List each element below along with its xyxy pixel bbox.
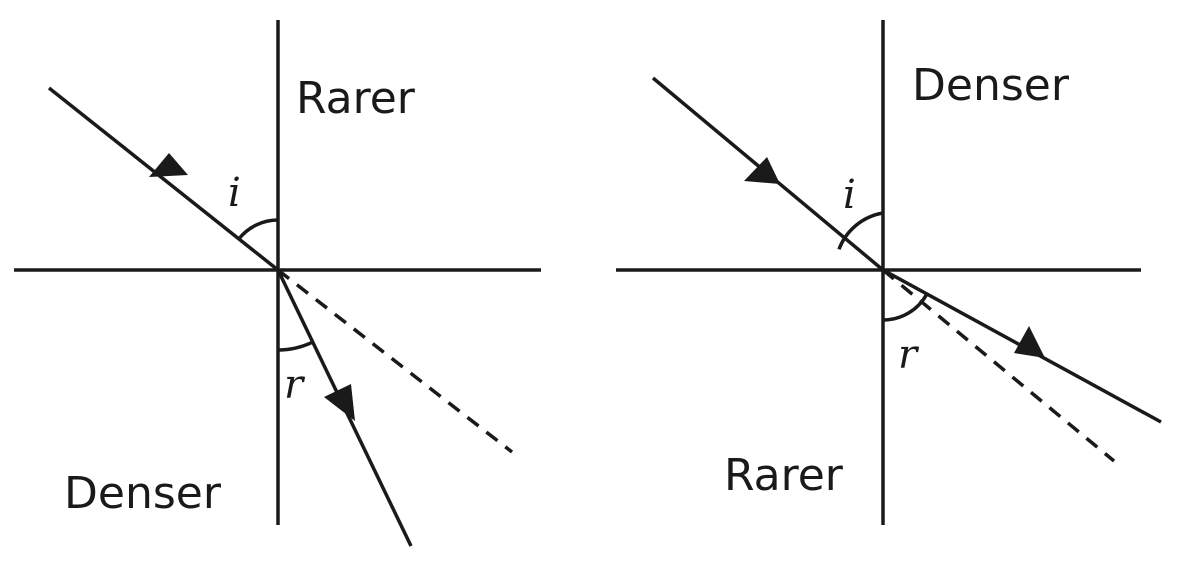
- incidence-angle-arc: [837, 211, 884, 250]
- incidence-angle-arc: [237, 218, 279, 241]
- top-medium-label: Rarer: [296, 73, 416, 124]
- incident-ray: [47, 86, 280, 272]
- refracted-ray-arrow-icon: [324, 384, 355, 421]
- refraction-angle-label: r: [284, 362, 306, 408]
- diagram-denser-to-rarer: Denser Rarer i r: [616, 20, 1162, 525]
- diagram-rarer-to-denser: Rarer Denser i r: [14, 20, 541, 547]
- refracted-ray-arrow-icon: [1014, 326, 1045, 358]
- incident-ray-arrow-icon: [744, 157, 780, 184]
- incident-ray-arrow-icon: [149, 153, 188, 177]
- incidence-angle-label: i: [843, 172, 856, 218]
- bottom-medium-label: Denser: [64, 468, 222, 519]
- bottom-medium-label: Rarer: [724, 450, 844, 501]
- undeviated-path-dashed-line: [276, 268, 514, 454]
- top-medium-label: Denser: [912, 60, 1070, 111]
- refraction-angle-arc: [882, 293, 929, 322]
- refraction-angle-label: r: [898, 332, 920, 378]
- refraction-angle-arc: [277, 340, 314, 352]
- incidence-angle-label: i: [228, 170, 241, 216]
- undeviated-path-dashed-line: [881, 268, 1116, 463]
